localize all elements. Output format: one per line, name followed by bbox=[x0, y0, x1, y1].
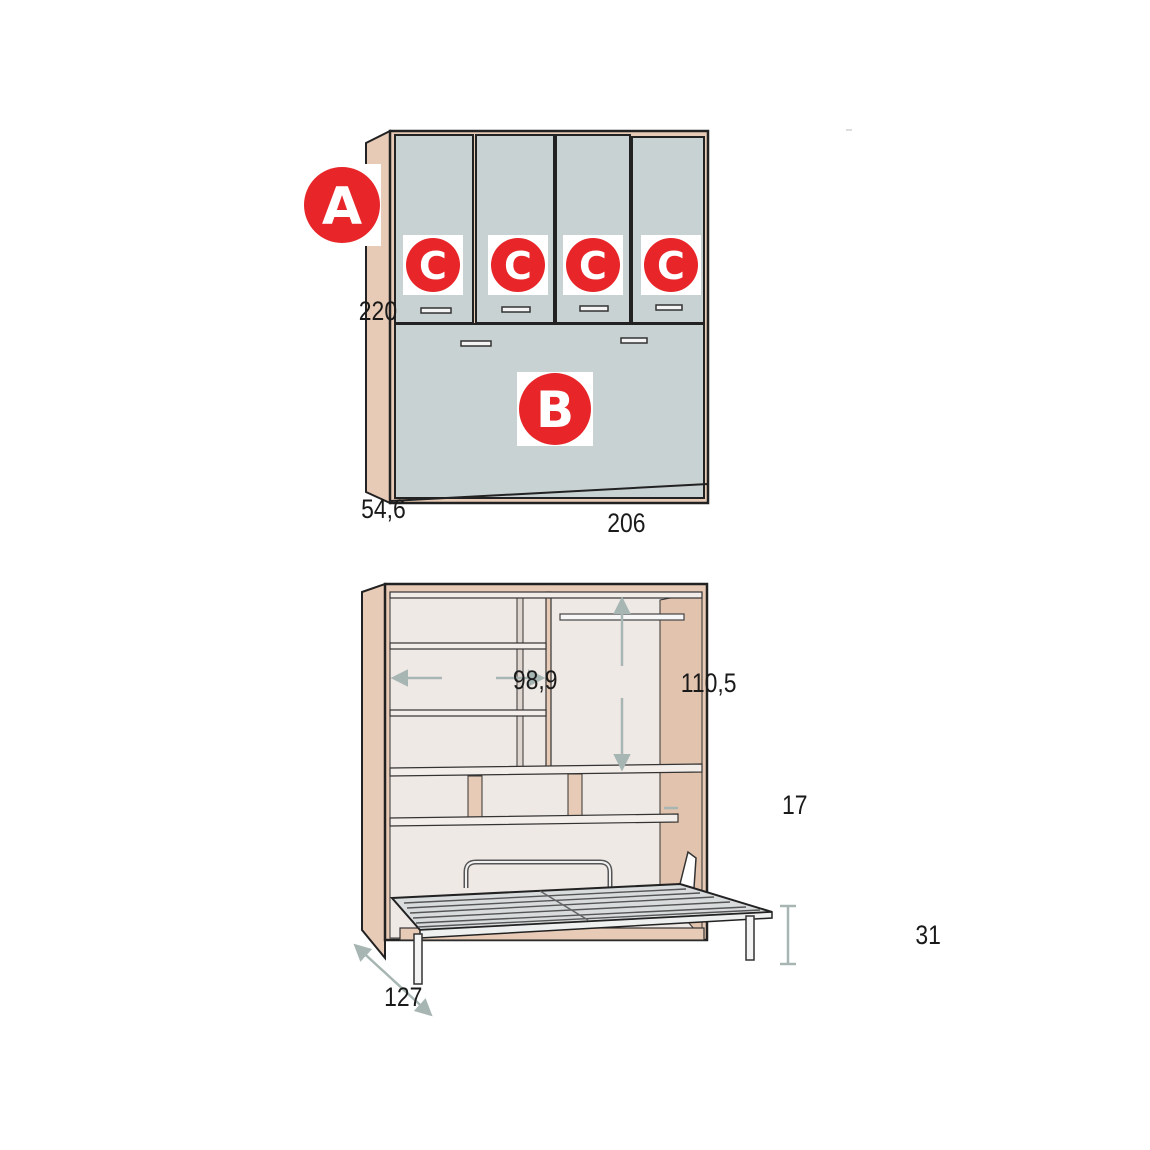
dim-bed-height: 31 bbox=[915, 920, 941, 950]
open-cabinet bbox=[361, 582, 709, 961]
svg-text:A: A bbox=[322, 177, 362, 237]
closed-cabinet bbox=[365, 129, 710, 505]
dim-depth-open: 127 bbox=[384, 982, 422, 1012]
svg-text:C: C bbox=[419, 244, 447, 288]
badge-c1: C bbox=[403, 235, 463, 295]
svg-text:B: B bbox=[536, 381, 574, 439]
bed-leg bbox=[745, 915, 755, 961]
dim-shelf-width: 98,9 bbox=[513, 665, 558, 695]
dim-hanging-height: 110,5 bbox=[681, 668, 737, 698]
badge-c2: C bbox=[488, 235, 548, 295]
bed-frame bbox=[389, 882, 773, 985]
badge-c4: C bbox=[641, 235, 701, 295]
bed-leg bbox=[413, 933, 423, 985]
badge-a: A bbox=[303, 164, 381, 246]
dim-depth-closed: 54,6 bbox=[361, 494, 406, 524]
door-c4 bbox=[631, 136, 705, 324]
svg-text:C: C bbox=[657, 244, 685, 288]
dim-height: 220 bbox=[359, 296, 397, 326]
dim-shelf-depth: 17 bbox=[782, 790, 808, 820]
open-side-panel bbox=[361, 582, 386, 961]
shelf bbox=[389, 642, 547, 650]
door-handles bbox=[420, 304, 683, 347]
dim-width: 206 bbox=[607, 508, 645, 538]
svg-text:C: C bbox=[504, 244, 532, 288]
badge-c3: C bbox=[563, 235, 623, 295]
svg-text:C: C bbox=[579, 244, 607, 288]
shelf bbox=[389, 709, 547, 717]
badge-b: B bbox=[517, 372, 593, 446]
